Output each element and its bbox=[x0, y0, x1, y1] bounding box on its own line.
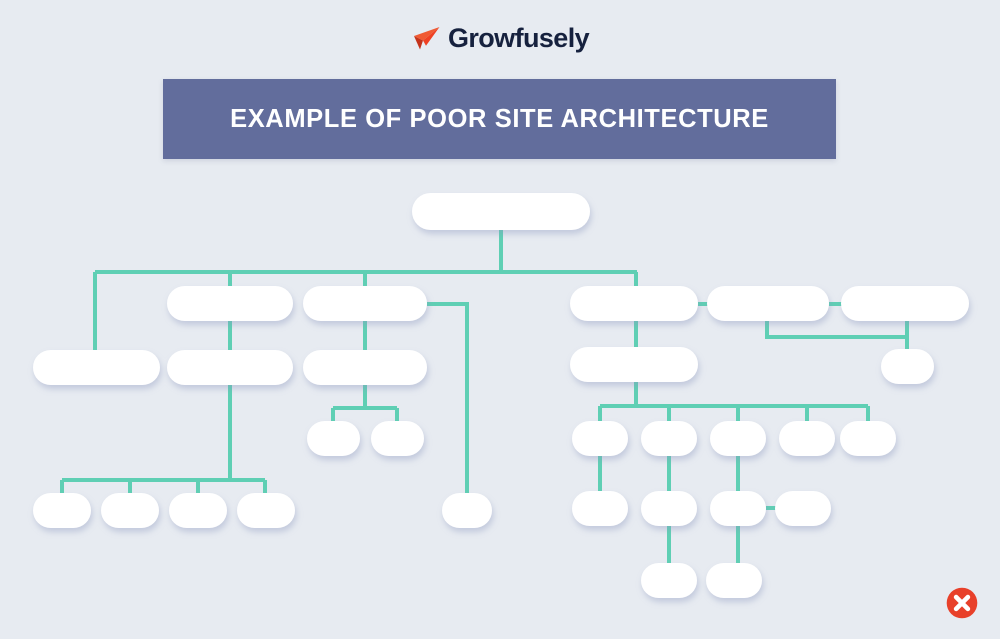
node-l4b[interactable] bbox=[371, 421, 424, 456]
page-title: EXAMPLE OF POOR SITE ARCHITECTURE bbox=[230, 104, 769, 133]
node-l2e[interactable] bbox=[841, 286, 969, 321]
node-l3c[interactable] bbox=[303, 350, 427, 385]
node-l5a[interactable] bbox=[33, 493, 91, 528]
title-banner: EXAMPLE OF POOR SITE ARCHITECTURE bbox=[163, 79, 836, 159]
node-l4e[interactable] bbox=[710, 421, 766, 456]
node-l2c[interactable] bbox=[570, 286, 698, 321]
node-l4g[interactable] bbox=[840, 421, 896, 456]
node-l3b[interactable] bbox=[167, 350, 293, 385]
error-cross-badge bbox=[946, 587, 978, 619]
paper-plane-icon bbox=[413, 27, 440, 50]
connector-l2b-elbow-to-l5e bbox=[427, 302, 469, 494]
node-l4d[interactable] bbox=[641, 421, 697, 456]
connector-lines bbox=[60, 229, 909, 565]
brand-name: Growfusely bbox=[447, 22, 590, 53]
close-icon bbox=[953, 594, 971, 612]
node-l5g[interactable] bbox=[641, 491, 697, 526]
node-l5b[interactable] bbox=[101, 493, 159, 528]
node-l5d[interactable] bbox=[237, 493, 295, 528]
node-l5e[interactable] bbox=[442, 493, 492, 528]
node-l5f[interactable] bbox=[572, 491, 628, 526]
node-l2b[interactable] bbox=[303, 286, 427, 321]
node-l2d[interactable] bbox=[707, 286, 829, 321]
connector-l2d-elbow-to-l3e bbox=[765, 318, 907, 339]
node-l2a[interactable] bbox=[167, 286, 293, 321]
brand-logo: Growfusely bbox=[0, 18, 1000, 58]
node-l3a[interactable] bbox=[33, 350, 160, 385]
node-l4f[interactable] bbox=[779, 421, 835, 456]
node-l6a[interactable] bbox=[641, 563, 697, 598]
tree-nodes bbox=[33, 193, 969, 598]
node-l5c[interactable] bbox=[169, 493, 227, 528]
node-root[interactable] bbox=[412, 193, 590, 230]
node-l6b[interactable] bbox=[706, 563, 762, 598]
node-l4c[interactable] bbox=[572, 421, 628, 456]
node-l5i[interactable] bbox=[775, 491, 831, 526]
node-l4a[interactable] bbox=[307, 421, 360, 456]
node-l3e[interactable] bbox=[881, 349, 934, 384]
node-l3d[interactable] bbox=[570, 347, 698, 382]
node-l5h[interactable] bbox=[710, 491, 766, 526]
